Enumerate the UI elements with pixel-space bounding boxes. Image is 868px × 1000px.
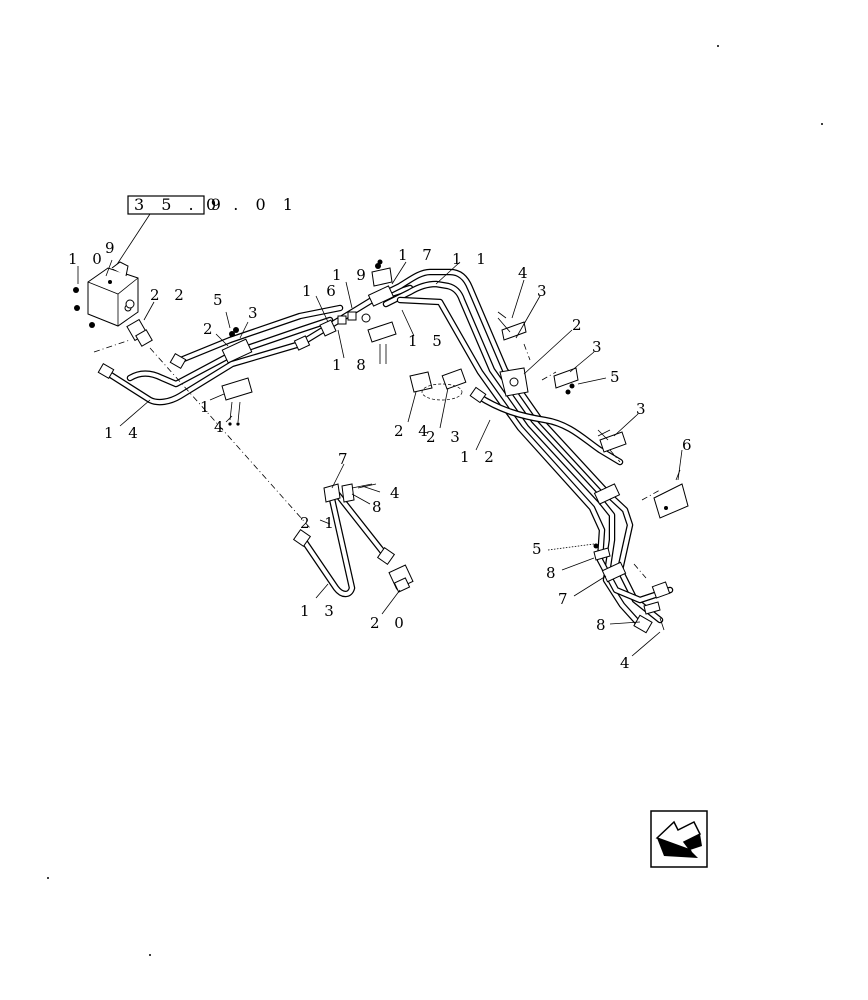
callout-16: 1 6 bbox=[302, 282, 341, 300]
callout-24: 2 4 bbox=[394, 422, 433, 440]
callout-8-bottom-right: 8 bbox=[596, 616, 611, 634]
bolts-10 bbox=[73, 287, 95, 328]
section-reference-suffix: 0 . 0 1 bbox=[206, 195, 299, 214]
bolts-4 bbox=[228, 317, 665, 631]
callout-6: 6 bbox=[682, 436, 697, 454]
assembly-lines bbox=[93, 339, 661, 579]
callout-3-middle-right: 3 bbox=[592, 338, 607, 356]
callout-5-lower: 5 bbox=[532, 540, 547, 558]
callout-4-bottom: 4 bbox=[390, 484, 405, 502]
callout-15: 1 5 bbox=[408, 332, 447, 350]
clamp-15 bbox=[367, 321, 397, 364]
callout-10: 1 0 bbox=[68, 250, 107, 268]
clamp-upper-17 bbox=[367, 263, 395, 307]
clamp-3-upper-right bbox=[497, 311, 527, 341]
clamp-lower-pipe bbox=[593, 483, 627, 583]
fitting-20 bbox=[388, 564, 414, 593]
callout-7-bottom: 7 bbox=[338, 450, 353, 468]
callout-labels: 1 0 9 2 2 5 3 2 1 4 1 4 1 6 1 9 1 8 1 7 … bbox=[68, 239, 697, 672]
section-reference-boxed: 3 5 . 9 bbox=[134, 195, 227, 214]
pipe-13 bbox=[292, 486, 396, 598]
callout-3-lower-right: 3 bbox=[636, 400, 651, 418]
callout-18: 1 8 bbox=[332, 356, 371, 374]
clamp-1-left bbox=[221, 377, 253, 423]
clamp-2-left bbox=[221, 327, 253, 364]
clamp-3-lower-right bbox=[597, 429, 627, 453]
back-arrow-icon[interactable] bbox=[650, 810, 708, 868]
fittings-23-24 bbox=[409, 368, 467, 401]
callout-5-left: 5 bbox=[213, 291, 228, 309]
clamp-7-bottom bbox=[323, 483, 377, 503]
callout-20: 2 0 bbox=[370, 614, 409, 632]
callout-4-bottom-right: 4 bbox=[620, 654, 635, 672]
callout-8-bottom: 8 bbox=[372, 498, 387, 516]
callout-9: 9 bbox=[105, 239, 120, 257]
section-reference[interactable]: 3 5 . 9 0 . 0 1 bbox=[111, 195, 299, 273]
callout-4-upper-right: 4 bbox=[518, 264, 533, 282]
callout-22: 2 2 bbox=[150, 286, 189, 304]
callout-19: 1 9 bbox=[332, 266, 371, 284]
callout-21: 2 1 bbox=[300, 514, 339, 532]
pipe-14 bbox=[97, 284, 414, 406]
nuts-5 bbox=[377, 259, 599, 549]
callout-leaders bbox=[77, 259, 683, 657]
callout-1: 1 bbox=[200, 398, 215, 416]
callout-8-lower: 8 bbox=[546, 564, 561, 582]
callout-3-upper-right: 3 bbox=[537, 282, 552, 300]
pipe-12 bbox=[469, 386, 624, 466]
callout-4-left: 4 bbox=[214, 418, 229, 436]
callout-23: 2 3 bbox=[426, 428, 465, 446]
callout-17: 1 7 bbox=[398, 246, 437, 264]
bracket-6 bbox=[653, 469, 689, 519]
callout-3-left: 3 bbox=[248, 304, 263, 322]
callout-2-right: 2 bbox=[572, 316, 587, 334]
callout-5-right: 5 bbox=[610, 368, 625, 386]
callout-2-left: 2 bbox=[203, 320, 218, 338]
callout-12: 1 2 bbox=[460, 448, 499, 466]
clamp-2-right bbox=[499, 367, 529, 397]
valve-block bbox=[87, 261, 139, 327]
callout-14: 1 4 bbox=[104, 424, 143, 442]
callout-13: 1 3 bbox=[300, 602, 339, 620]
callout-11: 1 1 bbox=[452, 250, 491, 268]
callout-7-lower: 7 bbox=[558, 590, 573, 608]
clamp-3-middle-right bbox=[553, 367, 579, 389]
fittings-16-18-19 bbox=[319, 311, 371, 337]
plates-8 bbox=[593, 547, 661, 615]
fitting-22 bbox=[125, 299, 153, 347]
